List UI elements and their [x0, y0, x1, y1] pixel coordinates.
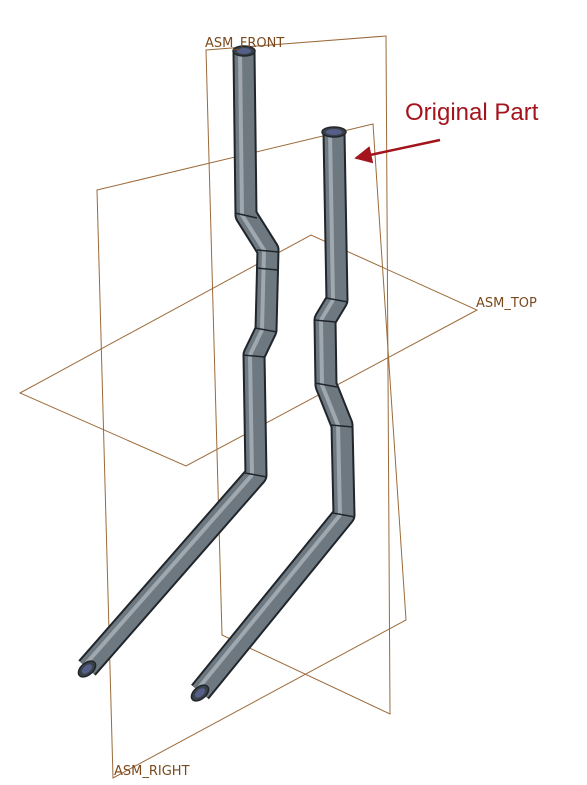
pipe-left[interactable]	[75, 45, 280, 680]
original-part-annotation: Original Part	[405, 99, 539, 126]
asm-right-label: ASM_RIGHT	[114, 764, 190, 779]
asm-top-plane[interactable]	[18, 234, 479, 467]
asm-front-label: ASM_FRONT	[205, 36, 285, 51]
pipe-right-original-part[interactable]	[188, 126, 356, 704]
arrow-left-icon	[354, 138, 441, 164]
asm-front-plane[interactable]	[205, 35, 391, 715]
asm-top-label: ASM_TOP	[476, 296, 537, 311]
asm-right-plane[interactable]	[96, 123, 407, 779]
